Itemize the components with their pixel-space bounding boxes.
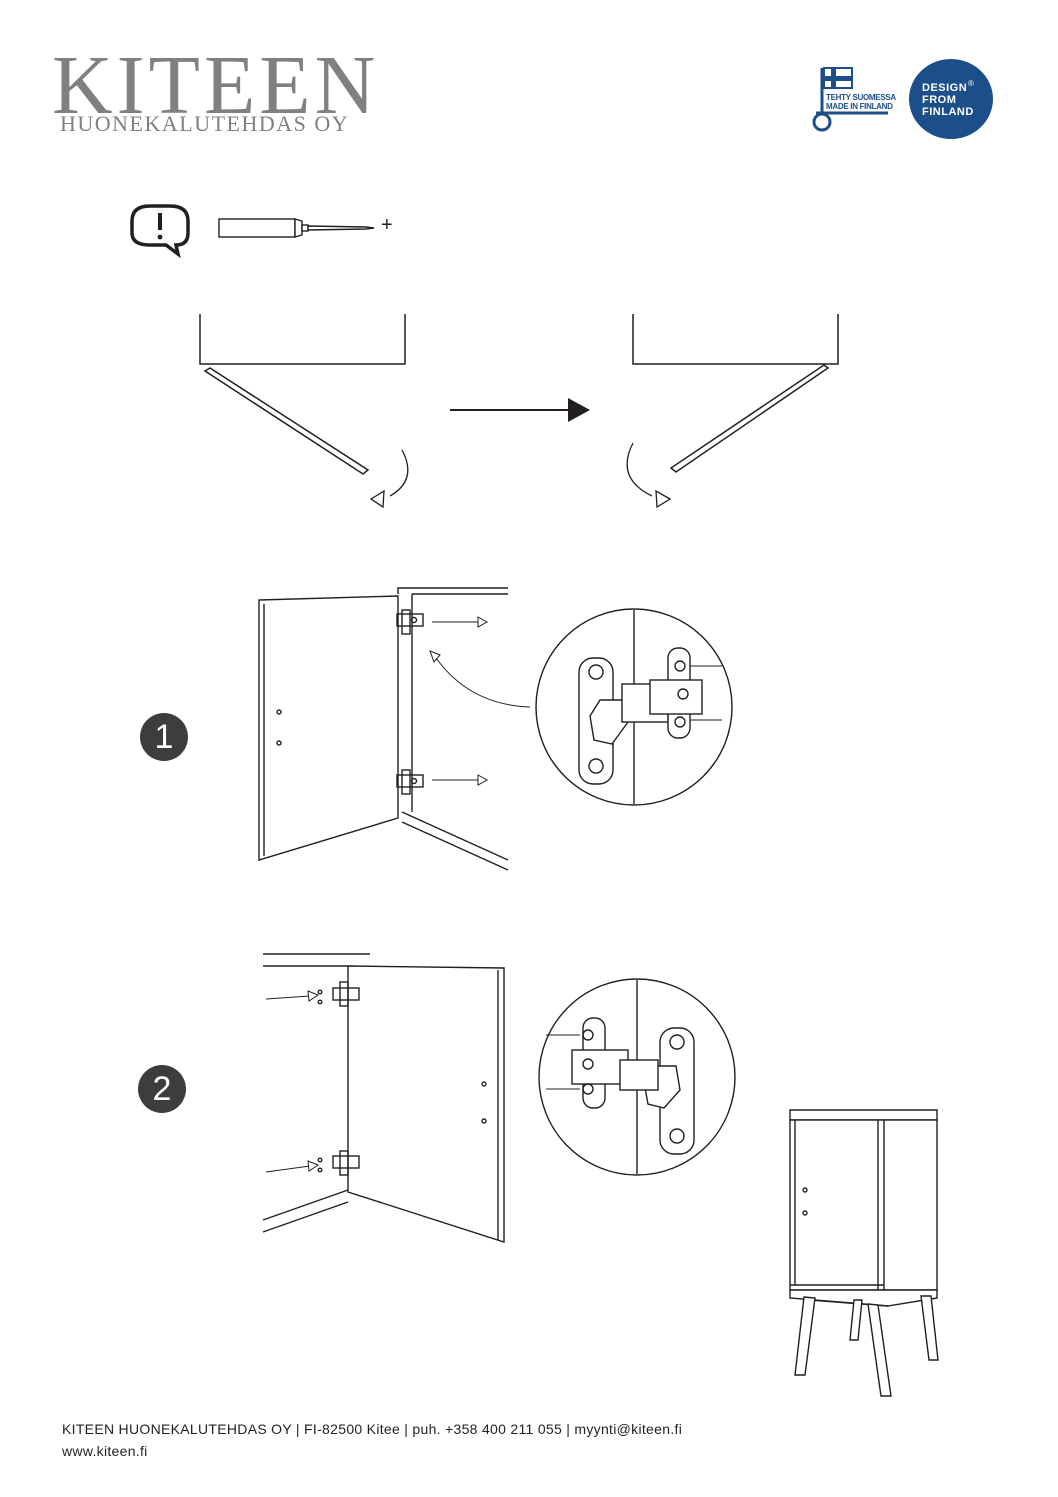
brand-subtitle: HUONEKALUTEHDAS OY [60, 111, 350, 136]
footer-contact: KITEEN HUONEKALUTEHDAS OY | FI-82500 Kit… [62, 1421, 683, 1437]
made-in-finland-text-1: TEHTY SUOMESSA [826, 93, 896, 102]
step-2-badge: 2 [138, 1065, 186, 1113]
design-badge-line-3: FINLAND [922, 106, 974, 118]
phillips-screwdriver-icon [218, 218, 375, 238]
design-from-finland-badge [909, 59, 993, 139]
screw-type-label: + [381, 214, 393, 236]
brand-logo: KITEEN [52, 39, 380, 132]
footer-website-link[interactable]: www.kiteen.fi [62, 1443, 148, 1459]
step-1-badge: 1 [140, 713, 188, 761]
design-badge-line-2: FROM [922, 94, 957, 106]
exclamation-speech-icon [130, 204, 190, 259]
design-badge-line-1: DESIGN [922, 82, 968, 94]
made-in-finland-text-2: MADE IN FINLAND [826, 102, 893, 111]
design-badge-mark: ® [968, 79, 974, 88]
